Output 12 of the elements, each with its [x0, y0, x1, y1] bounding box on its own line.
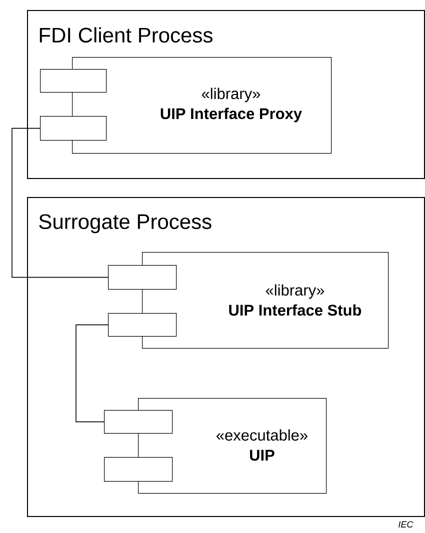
component-box: «executable» UIP [138, 398, 327, 494]
connector-line [12, 128, 108, 278]
port-box [104, 457, 173, 482]
port-box [108, 313, 177, 337]
port-box [108, 265, 177, 290]
component-box: «library» UIP Interface Stub [142, 252, 389, 349]
source-note: IEC [398, 521, 414, 528]
component-box: «library» UIP Interface Proxy [72, 57, 332, 154]
port-box [104, 410, 173, 434]
connector-line [76, 324, 108, 422]
port-box [40, 69, 107, 93]
port-box [40, 116, 107, 141]
